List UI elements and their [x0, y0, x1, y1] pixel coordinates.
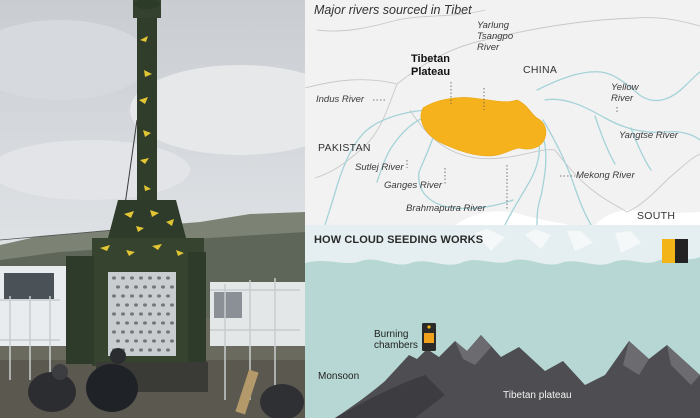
panel-hole: [139, 294, 143, 298]
yarlung-tsangpo-label: Yarlung Tsangpo River: [477, 20, 514, 53]
cloud-seeding-graphic: [305, 225, 700, 418]
mountain-shadow: [335, 375, 445, 418]
panel-hole: [125, 285, 129, 289]
panel-hole: [170, 285, 174, 289]
panel-hole: [170, 339, 174, 343]
tibetan-plateau-diagram-label: Tibetan plateau: [503, 390, 572, 401]
yangtse-river-label: Yangtse River: [619, 130, 678, 141]
panel-hole: [116, 321, 120, 325]
panel-hole: [134, 285, 138, 289]
panel-hole: [116, 285, 120, 289]
panel-hole: [121, 294, 125, 298]
panel-hole: [148, 312, 152, 316]
panel-hole: [157, 294, 161, 298]
panel-hole: [125, 321, 129, 325]
pakistan-label: PAKISTAN: [318, 142, 371, 154]
panel-hole: [166, 330, 170, 334]
panel-hole: [134, 303, 138, 307]
china-label: CHINA: [523, 64, 558, 76]
bay-of-bengal: [455, 211, 570, 225]
panel-hole: [157, 330, 161, 334]
tibetan-plateau-label: Tibetan Plateau: [411, 53, 451, 78]
panel-hole: [130, 348, 134, 352]
panel-hole: [148, 330, 152, 334]
cloud-seeding-diagram: HOW CLOUD SEEDING WORKS Burning chambers…: [305, 225, 700, 418]
south-china-sea: [595, 209, 700, 225]
panel-hole: [139, 276, 143, 280]
mekong-river-label: Mekong River: [576, 170, 635, 181]
cloud-seeding-title: HOW CLOUD SEEDING WORKS: [314, 234, 484, 246]
panel-hole: [112, 276, 116, 280]
panel-hole: [130, 294, 134, 298]
cloud-band: [305, 225, 700, 265]
monsoon-label: Monsoon: [318, 371, 360, 382]
panel-hole: [152, 321, 156, 325]
burning-chamber-flame: [424, 333, 434, 343]
photo-illustration: [0, 0, 305, 418]
panel-hole: [139, 312, 143, 316]
panel-hole: [152, 339, 156, 343]
panel-hole: [166, 348, 170, 352]
panel-hole: [166, 276, 170, 280]
panel-hole: [157, 276, 161, 280]
panel-hole: [161, 339, 165, 343]
panel-hole: [134, 339, 138, 343]
panel-hole: [148, 348, 152, 352]
panel-hole: [148, 294, 152, 298]
panel-hole: [112, 330, 116, 334]
panel-hole: [125, 339, 129, 343]
tibet-rivers-map: Major rivers sourced in Tibet Tibetan Pl…: [305, 0, 700, 225]
panel-hole: [143, 303, 147, 307]
panel-hole: [161, 285, 165, 289]
panel-hole: [121, 312, 125, 316]
map-title: Major rivers sourced in Tibet: [314, 3, 472, 17]
mountain-highlights: [455, 335, 700, 385]
burning-chambers-label: Burning chambers: [374, 329, 418, 351]
cloud-highlights: [475, 229, 641, 253]
panel-hole: [143, 285, 147, 289]
panel-hole: [170, 303, 174, 307]
panel-hole: [143, 321, 147, 325]
panel-hole: [139, 330, 143, 334]
panel-hole: [152, 285, 156, 289]
panel-hole: [116, 339, 120, 343]
tibetan-plateau-region: [420, 97, 547, 157]
panel-hole: [112, 294, 116, 298]
panel-hole: [139, 348, 143, 352]
panel-hole: [130, 330, 134, 334]
publisher-logo-icon: [662, 239, 688, 263]
panel-hole: [161, 321, 165, 325]
panel-hole: [152, 303, 156, 307]
panel-hole: [134, 321, 138, 325]
panel-hole: [157, 312, 161, 316]
brahmaputra-river-label: Brahmaputra River: [406, 203, 486, 214]
panel-hole: [121, 330, 125, 334]
panel-hole: [143, 339, 147, 343]
ganges-river-label: Ganges River: [384, 180, 443, 191]
cloud-seeding-chamber-photo: [0, 0, 305, 418]
panel-hole: [112, 312, 116, 316]
map-graphic: [305, 0, 700, 225]
panel-hole: [121, 276, 125, 280]
panel-hole: [130, 312, 134, 316]
sutlej-river-label: Sutlej River: [355, 162, 404, 173]
panel-hole: [148, 276, 152, 280]
panel-hole: [116, 303, 120, 307]
panel-hole: [130, 276, 134, 280]
panel-hole: [161, 303, 165, 307]
panel-hole: [166, 294, 170, 298]
panel-hole: [125, 303, 129, 307]
label-leaders: [373, 82, 618, 210]
south-label: SOUTH: [637, 210, 676, 222]
panel-hole: [170, 321, 174, 325]
yellow-river-label: Yellow River: [611, 82, 639, 104]
panel-hole: [157, 348, 161, 352]
panel-hole: [166, 312, 170, 316]
indus-river-label: Indus River: [316, 94, 365, 105]
